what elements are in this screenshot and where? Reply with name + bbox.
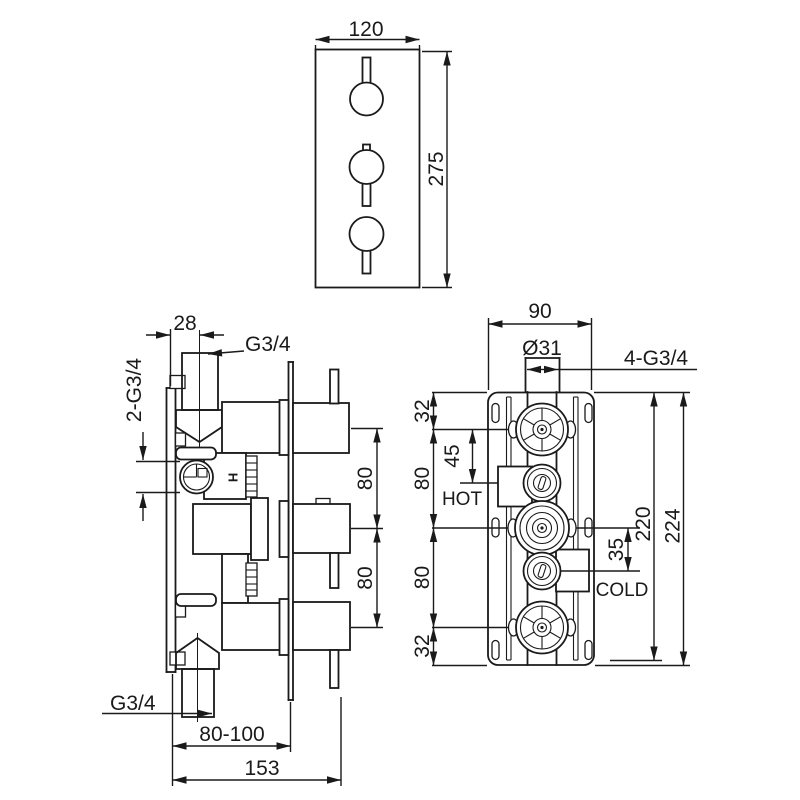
valve-body-middle bbox=[192, 503, 252, 555]
dim-bottom-margin-label: 32 bbox=[411, 634, 434, 657]
port-flange-upper bbox=[175, 446, 217, 461]
dim-overall-height-label: 224 bbox=[662, 508, 685, 543]
port-flange-lower bbox=[175, 593, 217, 607]
top-inlet-thread-label: G3/4 bbox=[245, 333, 291, 356]
dim-spacing-upper-label: 80 bbox=[411, 467, 434, 490]
mounting-bracket-outline bbox=[487, 391, 595, 666]
spindle-middle bbox=[329, 552, 340, 589]
dim-port-spacing-lower-label: 80 bbox=[354, 566, 377, 589]
wall-clip bbox=[169, 651, 186, 666]
valve-body-step bbox=[250, 497, 269, 561]
trim-sleeve-middle bbox=[292, 503, 351, 554]
side-inlet-thread-label: 2-G3/4 bbox=[123, 358, 146, 423]
trim-sleeve-top bbox=[292, 402, 350, 454]
valve-body-lower bbox=[221, 553, 249, 604]
trim-flange-middle bbox=[278, 500, 290, 558]
front-view: 120 275 bbox=[314, 18, 452, 289]
trim-flange-bottom bbox=[278, 598, 290, 656]
cartridge-ribs-upper bbox=[245, 455, 258, 498]
knob-stem-middle bbox=[361, 182, 372, 207]
side-inlet-port bbox=[179, 459, 214, 495]
dim-plate-height-label: 275 bbox=[425, 151, 448, 186]
valve-body-bottom bbox=[221, 602, 281, 651]
thread-spec-label: 4-G3/4 bbox=[624, 347, 689, 370]
dim-port-diameter-label: Ø31 bbox=[522, 337, 562, 360]
cold-label: COLD bbox=[596, 580, 649, 601]
bottom-outlet-thread-label: G3/4 bbox=[110, 692, 156, 715]
inlet-chamfer-top bbox=[175, 409, 223, 444]
port-bottom-outlet bbox=[509, 602, 576, 654]
dim-inner-height-label: 220 bbox=[632, 506, 655, 541]
hot-label: HOT bbox=[442, 489, 483, 510]
port-center-mixer bbox=[507, 500, 577, 556]
wall-clip bbox=[174, 432, 187, 447]
dim-top-margin-label: 32 bbox=[411, 399, 434, 422]
dim-spacing-lower-label: 80 bbox=[411, 566, 434, 589]
spindle-top bbox=[329, 368, 340, 405]
trim-plate-outline bbox=[314, 48, 421, 289]
dim-cold-offset-label: 35 bbox=[605, 538, 628, 561]
dim-port-spacing-upper-label: 80 bbox=[354, 467, 377, 490]
dim-plate-width-label: 120 bbox=[348, 18, 383, 41]
port-hot-inlet bbox=[522, 463, 562, 503]
dim-hot-offset-label: 45 bbox=[441, 444, 464, 467]
dim-wall-offset-label: 28 bbox=[173, 312, 196, 335]
trim-flange-top bbox=[278, 399, 290, 456]
port-cold-inlet bbox=[522, 551, 562, 591]
back-view: 90 Ø31 4-G3/4 32 80 80 32 45 HOT COLD 35… bbox=[411, 300, 697, 667]
knob-stem-bottom bbox=[361, 249, 372, 275]
hot-side-mark: H bbox=[226, 473, 241, 482]
spindle-bottom bbox=[329, 649, 340, 689]
valve-body-top bbox=[221, 401, 281, 454]
knob-bottom bbox=[348, 216, 385, 252]
knob-top bbox=[349, 81, 384, 117]
port-top-outlet bbox=[509, 404, 576, 456]
side-view: H 28 G3/4 2-G3/4 80 bbox=[102, 312, 383, 786]
cartridge-ribs-lower bbox=[245, 562, 258, 597]
dim-depth-range-label: 80-100 bbox=[199, 723, 264, 746]
knob-stem-top bbox=[361, 56, 372, 86]
mounting-slots bbox=[491, 402, 593, 661]
trim-sleeve-bottom bbox=[292, 601, 351, 651]
dim-bracket-width-label: 90 bbox=[528, 300, 551, 323]
dim-depth-overall-label: 153 bbox=[244, 757, 279, 780]
knob-middle bbox=[348, 149, 385, 185]
